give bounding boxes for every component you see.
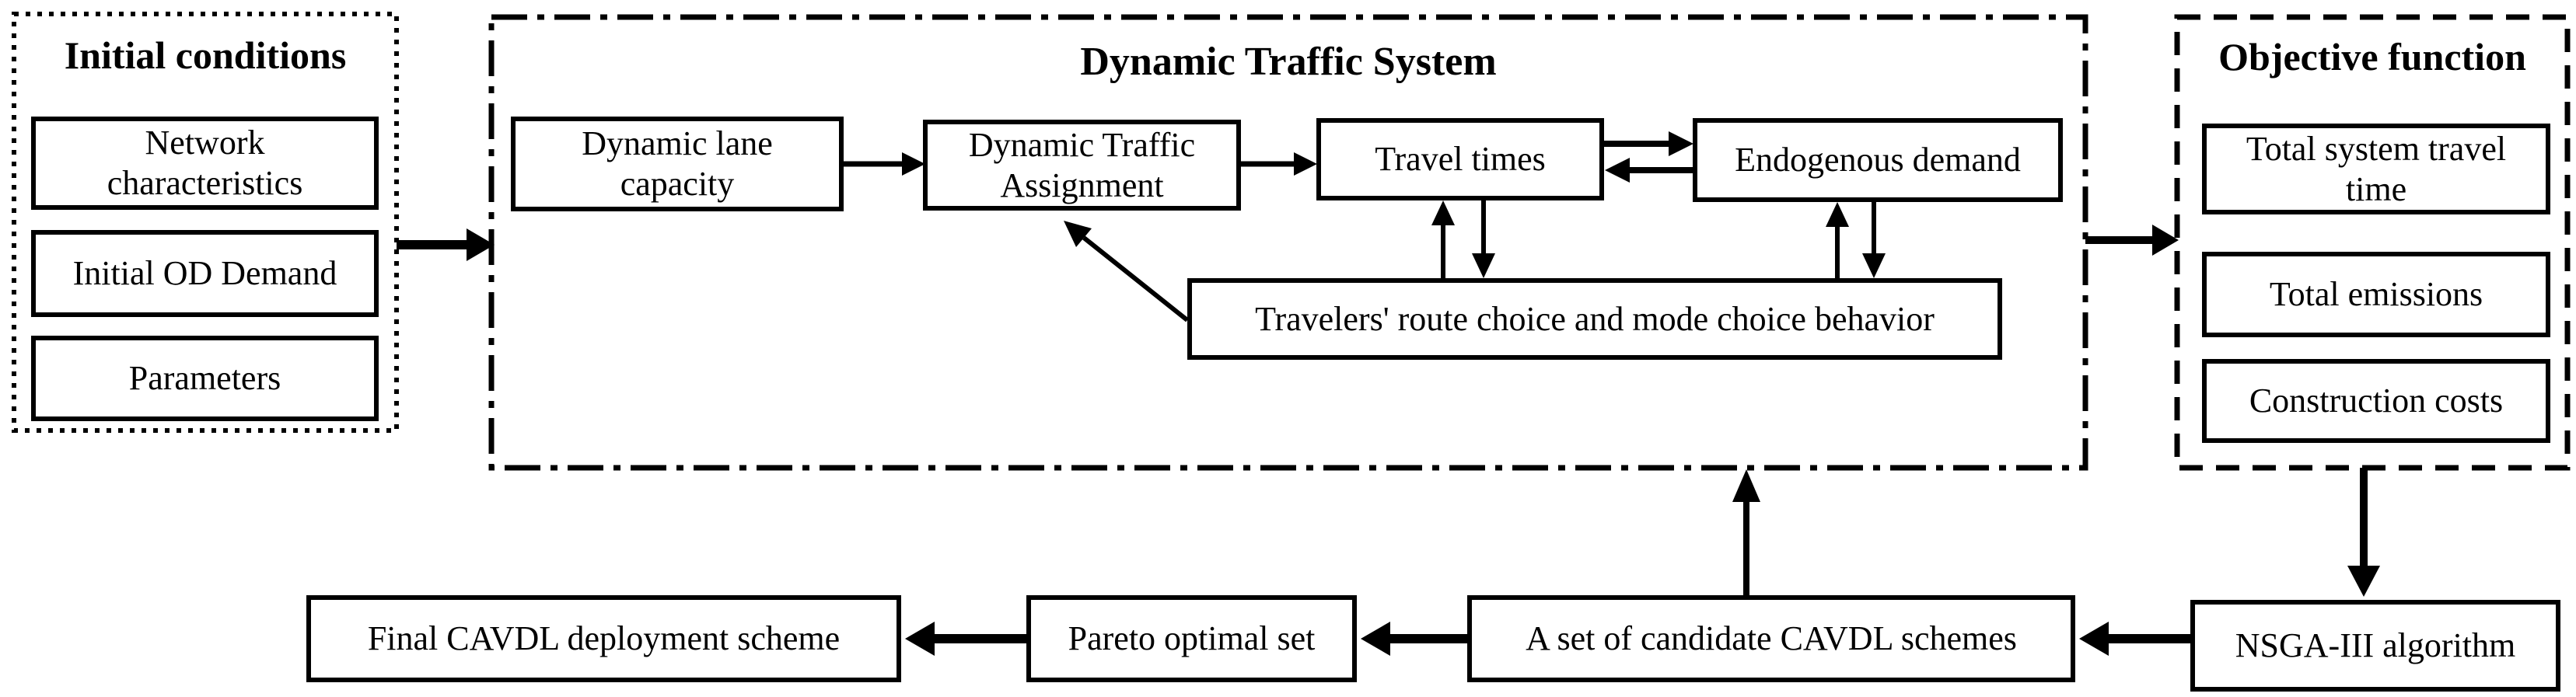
- arrow-objective-to-nsga: [2347, 468, 2380, 597]
- objective-function-border: [2174, 14, 2571, 471]
- final-cavdl-scheme-box: Final CAVDL deployment scheme: [306, 595, 901, 682]
- dynamic-traffic-system-border: [488, 14, 2088, 471]
- arrow-head: [1826, 202, 1849, 227]
- arrow-system-to-objective: [2085, 225, 2179, 256]
- pareto-optimal-set-box: Pareto optimal set: [1026, 595, 1357, 682]
- arrow-head: [2152, 225, 2179, 256]
- arrow-head: [1669, 131, 1693, 156]
- arrow-endogenous-to-behavior: [1862, 202, 1886, 278]
- dynamic-traffic-assignment-box: Dynamic Traffic Assignment: [923, 120, 1241, 211]
- arrow-behavior-to-endogenous: [1826, 202, 1849, 278]
- total-system-travel-time-box: Total system travel time: [2202, 124, 2550, 214]
- arrow-candidates-to-pareto: [1361, 622, 1467, 656]
- arrow-nsga-to-candidates: [2079, 622, 2190, 656]
- arrow-travel-times-to-endogenous: [1604, 131, 1693, 156]
- arrow-head: [467, 228, 495, 261]
- arrow-head: [1472, 253, 1495, 278]
- arrow-head: [1294, 152, 1317, 176]
- arrow-shaft: [1082, 235, 1189, 322]
- arrow-travel-times-to-behavior: [1472, 200, 1495, 278]
- endogenous-demand-box: Endogenous demand: [1693, 118, 2063, 202]
- arrow-head: [905, 622, 935, 656]
- dynamic-traffic-system-title: Dynamic Traffic System: [1080, 40, 1497, 84]
- arrow-head: [1064, 221, 1092, 247]
- construction-costs-box: Construction costs: [2202, 359, 2550, 443]
- arrow-head: [2079, 622, 2109, 656]
- parameters-box: Parameters: [31, 336, 379, 421]
- arrow-head: [1732, 469, 1760, 502]
- arrow-behavior-to-travel-times: [1431, 200, 1455, 278]
- arrow-head: [1361, 622, 1390, 656]
- total-emissions-box: Total emissions: [2202, 252, 2550, 337]
- arrow-head: [1862, 253, 1886, 278]
- initial-od-demand-box: Initial OD Demand: [31, 230, 379, 317]
- arrow-pareto-to-final: [905, 622, 1026, 656]
- arrow-candidates-to-system: [1732, 469, 1760, 595]
- arrow-initial-to-system: [397, 228, 495, 261]
- arrow-endogenous-to-travel-times: [1605, 158, 1693, 183]
- arrow-head: [1431, 200, 1455, 225]
- arrow-head: [902, 152, 925, 176]
- initial-conditions-border: [12, 12, 399, 433]
- candidate-cavdl-schemes-box: A set of candidate CAVDL schemes: [1467, 595, 2075, 682]
- arrow-head: [2347, 566, 2380, 597]
- network-characteristics-box: Network characteristics: [31, 117, 379, 210]
- arrow-assignment-to-travel-times: [1241, 152, 1317, 176]
- arrow-head: [1605, 158, 1630, 183]
- arrow-behavior-to-assignment: [1064, 221, 1189, 322]
- travelers-behavior-box: Travelers' route choice and mode choice …: [1187, 278, 2002, 360]
- objective-function-title: Objective function: [2218, 35, 2526, 78]
- travel-times-box: Travel times: [1316, 118, 1604, 200]
- dynamic-lane-capacity-box: Dynamic lane capacity: [511, 117, 844, 211]
- initial-conditions-title: Initial conditions: [64, 33, 347, 77]
- nsga-iii-algorithm-box: NSGA-III algorithm: [2190, 600, 2560, 692]
- arrow-lane-capacity-to-assignment: [844, 152, 925, 176]
